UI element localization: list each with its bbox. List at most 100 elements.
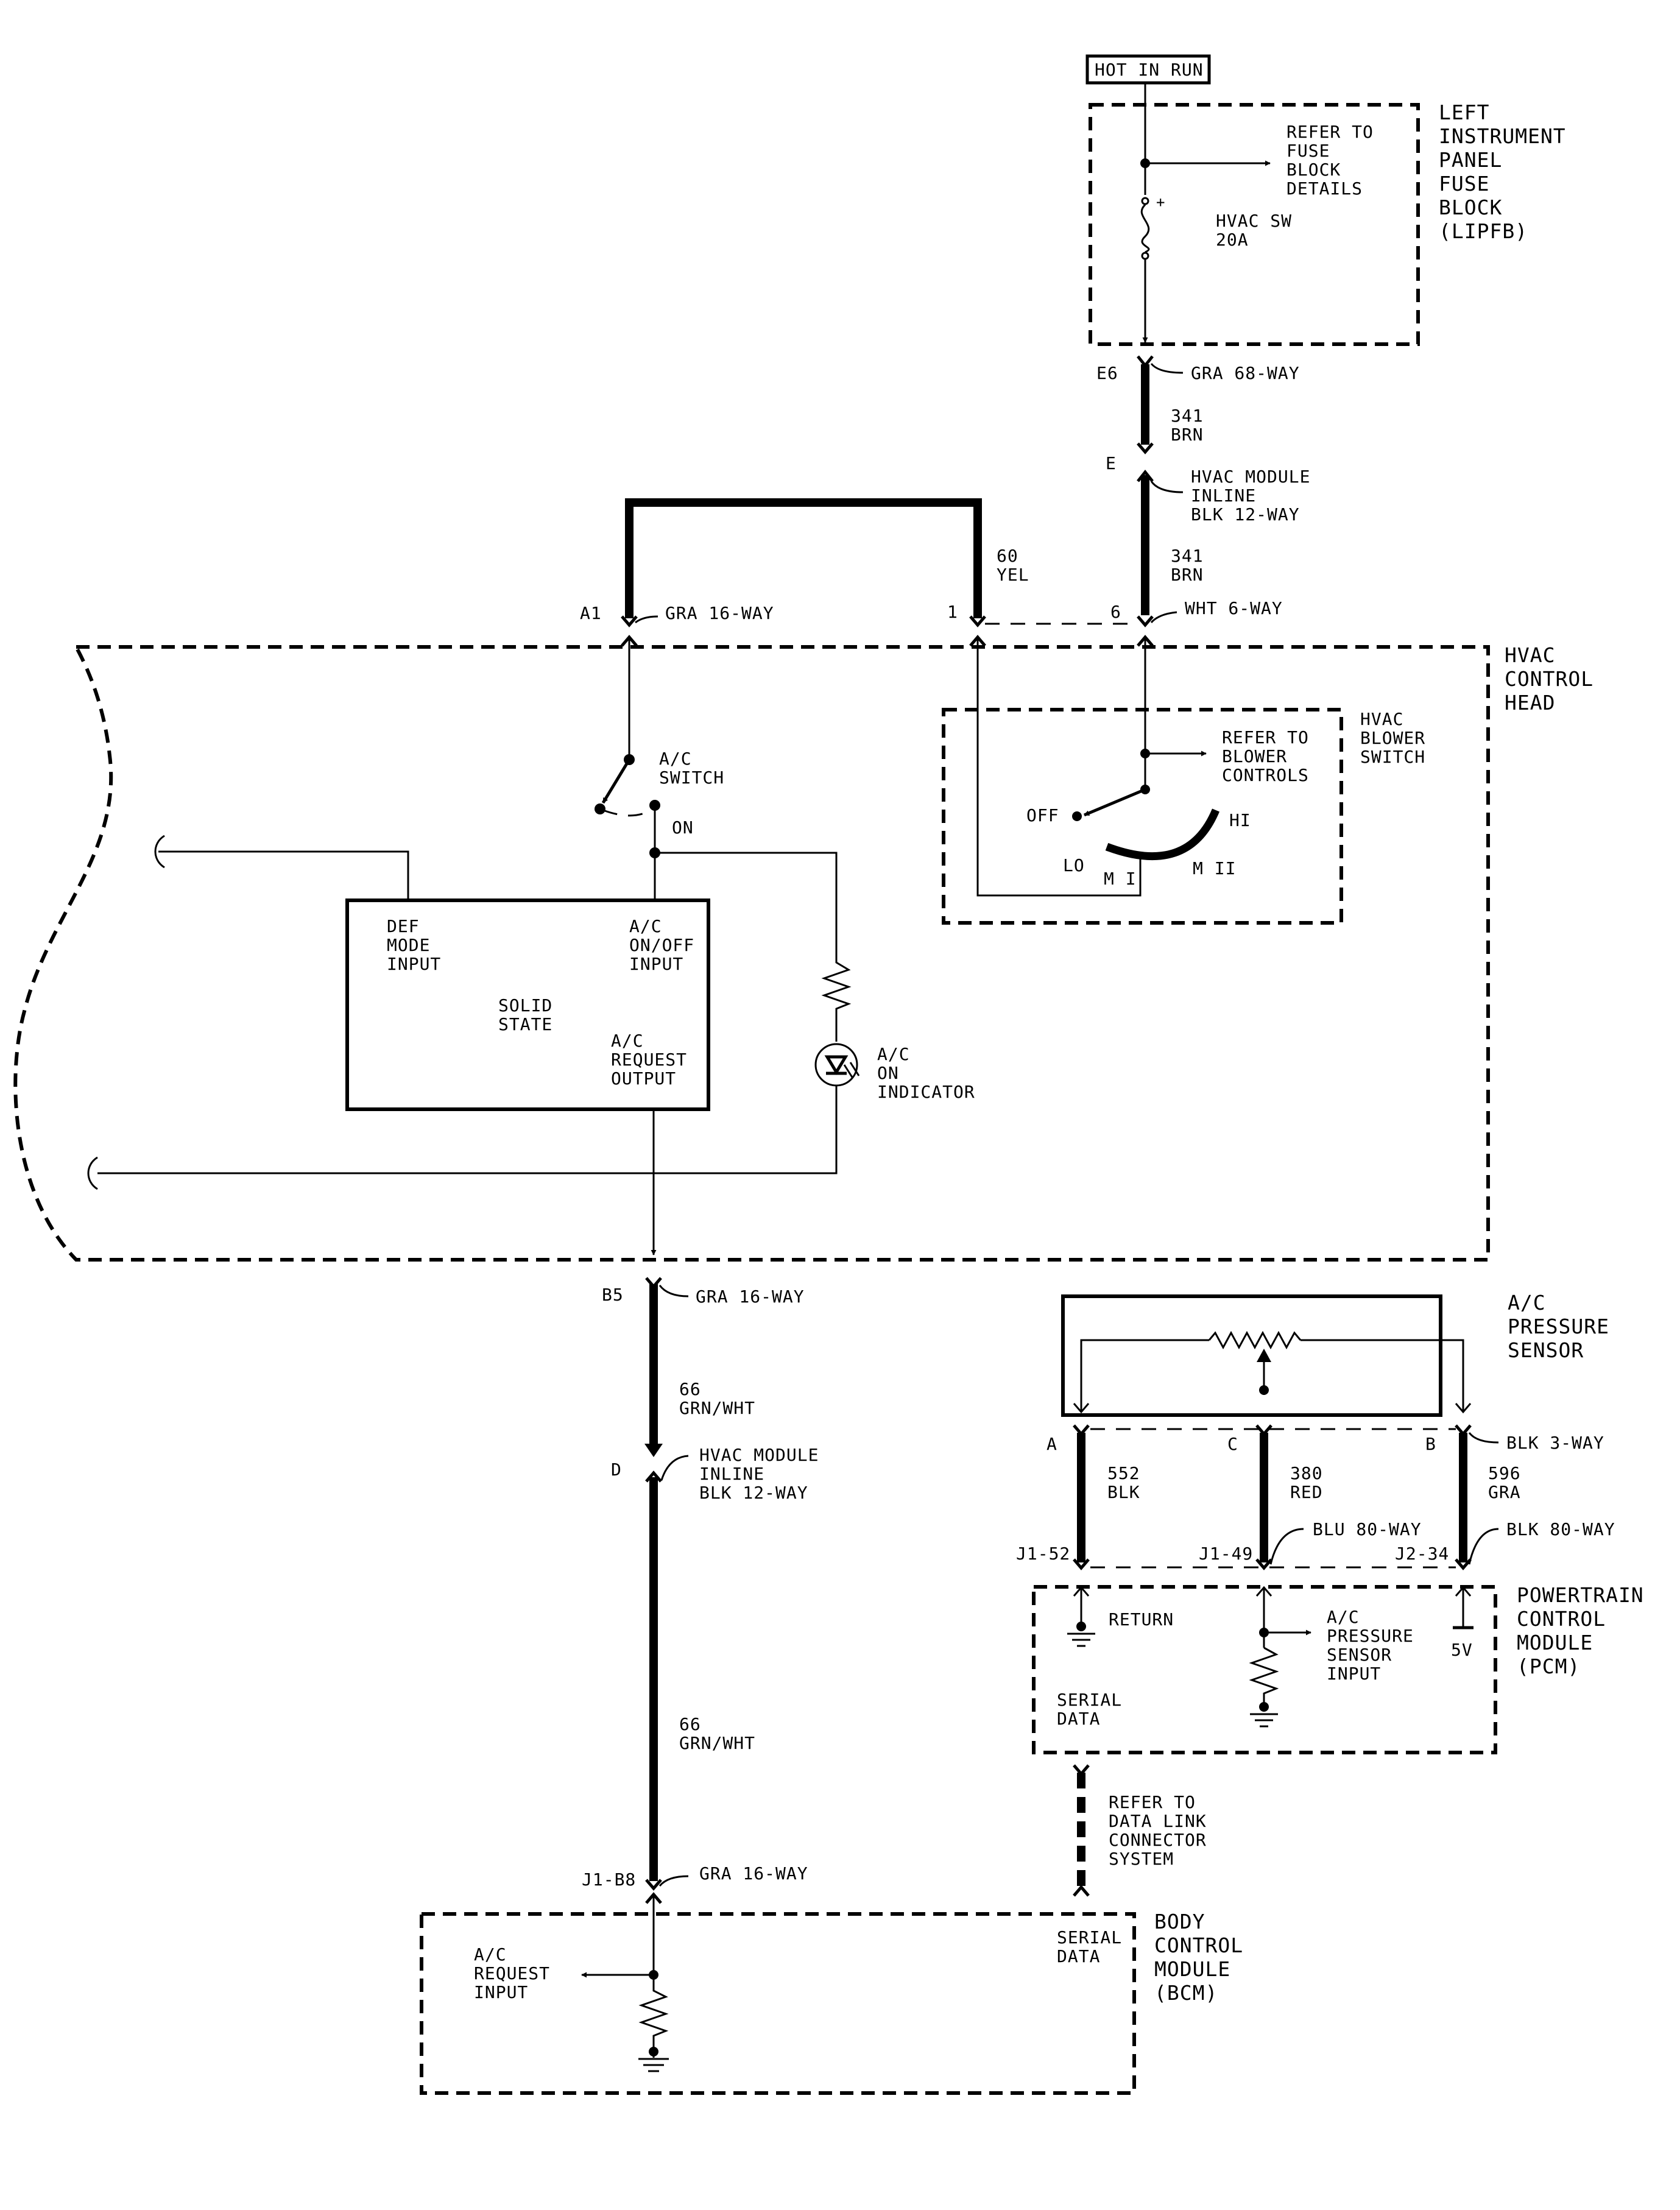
d-pin: D <box>611 1460 622 1480</box>
pin-6: 6 <box>1110 602 1121 622</box>
ac-switch-icon <box>595 758 660 817</box>
ac-request-output-label-3: OUTPUT <box>611 1068 676 1089</box>
connector-e6: E6 GRA 68-WAY <box>1096 355 1299 383</box>
bcm-serial-label-1: SERIAL <box>1057 1927 1122 1947</box>
pcm-box <box>1032 1585 1497 1754</box>
connector-wht-6way: 1 6 WHT 6-WAY <box>947 598 1283 627</box>
wire-60-num: 60 <box>997 546 1018 566</box>
bcm-box <box>420 1912 1136 2095</box>
pin-1: 1 <box>947 602 958 622</box>
pcm-resistor-icon <box>1249 1647 1279 1707</box>
fuse-label-1: HVAC SW <box>1216 211 1292 231</box>
fuse-block-refer-1: REFER TO <box>1286 122 1374 142</box>
e-label-2: INLINE <box>1191 485 1256 506</box>
a1-label: GRA 16-WAY <box>665 603 774 623</box>
b5-pin: B5 <box>602 1285 624 1305</box>
hvac-control-head: HVAC CONTROL HEAD A/C SWITCH ON A/C ON <box>13 635 1594 1262</box>
d-label-3: BLK 12-WAY <box>699 1483 808 1503</box>
connector-j1-b8: J1-B8 GRA 16-WAY <box>582 1863 808 1891</box>
ac-onoff-label-1: A/C <box>629 916 662 936</box>
a1-pin: A1 <box>580 603 602 623</box>
blower-switch-box <box>942 708 1343 925</box>
pressure-sensor-title-2: PRESSURE <box>1508 1315 1609 1338</box>
connector-e-inline: E HVAC MODULE INLINE BLK 12-WAY <box>1106 453 1310 524</box>
blu-80way-label: BLU 80-WAY <box>1313 1519 1422 1539</box>
blower-lo-label: LO <box>1063 855 1085 875</box>
body-control-module: A/C REQUEST INPUT SERIAL DATA BODY CONTR… <box>420 1892 1243 2095</box>
j1-52-pin: J1-52 <box>1016 1544 1070 1564</box>
wht-6way-label: WHT 6-WAY <box>1185 598 1283 618</box>
d-label-2: INLINE <box>699 1464 764 1484</box>
fuse-block-box <box>1089 103 1420 346</box>
pcm-title-3: MODULE <box>1517 1631 1593 1654</box>
d-label-1: HVAC MODULE <box>699 1445 819 1465</box>
pcm-return-label: RETURN <box>1109 1609 1174 1629</box>
wire-380-color: RED <box>1290 1482 1323 1502</box>
fuse-block-refer-3: BLOCK <box>1286 160 1341 180</box>
e-pin: E <box>1106 453 1117 473</box>
pcm-ac-input-label-1: A/C <box>1327 1607 1360 1627</box>
bcm-ac-request-label-1: A/C <box>474 1944 507 1965</box>
indicator-lamp-icon <box>814 1043 860 1087</box>
solid-state-label-2: STATE <box>498 1014 552 1034</box>
connector-b5: B5 GRA 16-WAY <box>602 1277 805 1307</box>
fuse-block-title-4: FUSE <box>1439 172 1489 196</box>
hot-in-run-text: HOT IN RUN <box>1095 60 1204 80</box>
serial-data-link: REFER TO DATA LINK CONNECTOR SYSTEM <box>1073 1764 1207 1897</box>
ac-request-output-label-1: A/C <box>611 1031 644 1051</box>
control-head-title-3: HEAD <box>1505 691 1555 715</box>
pcm-ac-input-label-2: PRESSURE <box>1327 1626 1414 1646</box>
a-pin: A <box>1046 1434 1057 1454</box>
wire-66-upper-num: 66 <box>679 1379 701 1399</box>
blower-refer-3: CONTROLS <box>1222 765 1309 785</box>
break-mark-upper-icon <box>154 835 165 869</box>
wire-341-upper-color: BRN <box>1171 425 1204 445</box>
hot-in-run-label: HOT IN RUN <box>1085 54 1211 85</box>
wire-596-color: GRA <box>1488 1482 1521 1502</box>
b5-label: GRA 16-WAY <box>696 1287 805 1307</box>
connector-a1: A1 GRA 16-WAY <box>580 603 774 627</box>
wire-60-color: YEL <box>997 565 1029 585</box>
fuse-plus: + <box>1156 194 1165 211</box>
data-link-refer-3: CONNECTOR <box>1109 1830 1207 1850</box>
fuse-block: REFER TO FUSE BLOCK DETAILS + HVAC SW 20… <box>1089 83 1565 346</box>
return-ground-icon <box>1067 1633 1095 1647</box>
fuse-block-title-6: (LIPFB) <box>1439 219 1528 243</box>
control-head-title-2: CONTROL <box>1505 667 1594 691</box>
wire-66-lower-num: 66 <box>679 1714 701 1734</box>
control-head-title-1: HVAC <box>1505 643 1555 667</box>
fuse-block-refer-2: FUSE <box>1286 141 1330 161</box>
bcm-title-4: (BCM) <box>1154 1981 1218 2005</box>
pcm-ac-input-label-3: SENSOR <box>1327 1645 1392 1665</box>
pressure-sensor-title-3: SENSOR <box>1508 1338 1584 1362</box>
pressure-sensor-title-1: A/C <box>1508 1291 1546 1315</box>
e6-pin: E6 <box>1096 363 1118 383</box>
wire-596-num: 596 <box>1488 1463 1521 1483</box>
j1b8-label: GRA 16-WAY <box>699 1863 808 1883</box>
bcm-title-1: BODY <box>1154 1910 1205 1933</box>
e-label-3: BLK 12-WAY <box>1191 504 1300 524</box>
indicator-label-2: ON <box>877 1063 899 1083</box>
pcm-ac-input-label-4: INPUT <box>1327 1664 1381 1684</box>
bcm-ground-icon <box>638 2052 669 2072</box>
pcm-5v-label: 5V <box>1451 1640 1473 1660</box>
blower-switch-title-2: BLOWER <box>1360 728 1425 748</box>
fuse-block-title-3: PANEL <box>1439 148 1502 172</box>
wire-552-color: BLK <box>1107 1482 1140 1502</box>
c-pin: C <box>1227 1434 1238 1454</box>
pcm-title-1: POWERTRAIN <box>1517 1583 1644 1607</box>
e-label-1: HVAC MODULE <box>1191 467 1310 487</box>
j1-49-pin: J1-49 <box>1199 1544 1253 1564</box>
blower-m2-label: M II <box>1193 858 1236 878</box>
solid-state-box <box>345 898 710 1111</box>
b-pin: B <box>1425 1434 1436 1454</box>
ac-switch-on-label: ON <box>672 817 694 838</box>
connector-d-inline: D HVAC MODULE INLINE BLK 12-WAY <box>611 1445 819 1503</box>
blower-refer-2: BLOWER <box>1222 746 1287 766</box>
data-link-refer-1: REFER TO <box>1109 1792 1196 1812</box>
pcm-title-4: (PCM) <box>1517 1654 1580 1678</box>
ac-switch-label-2: SWITCH <box>659 768 724 788</box>
indicator-label-3: INDICATOR <box>877 1082 975 1102</box>
blower-contact-arc-icon <box>1105 808 1219 861</box>
